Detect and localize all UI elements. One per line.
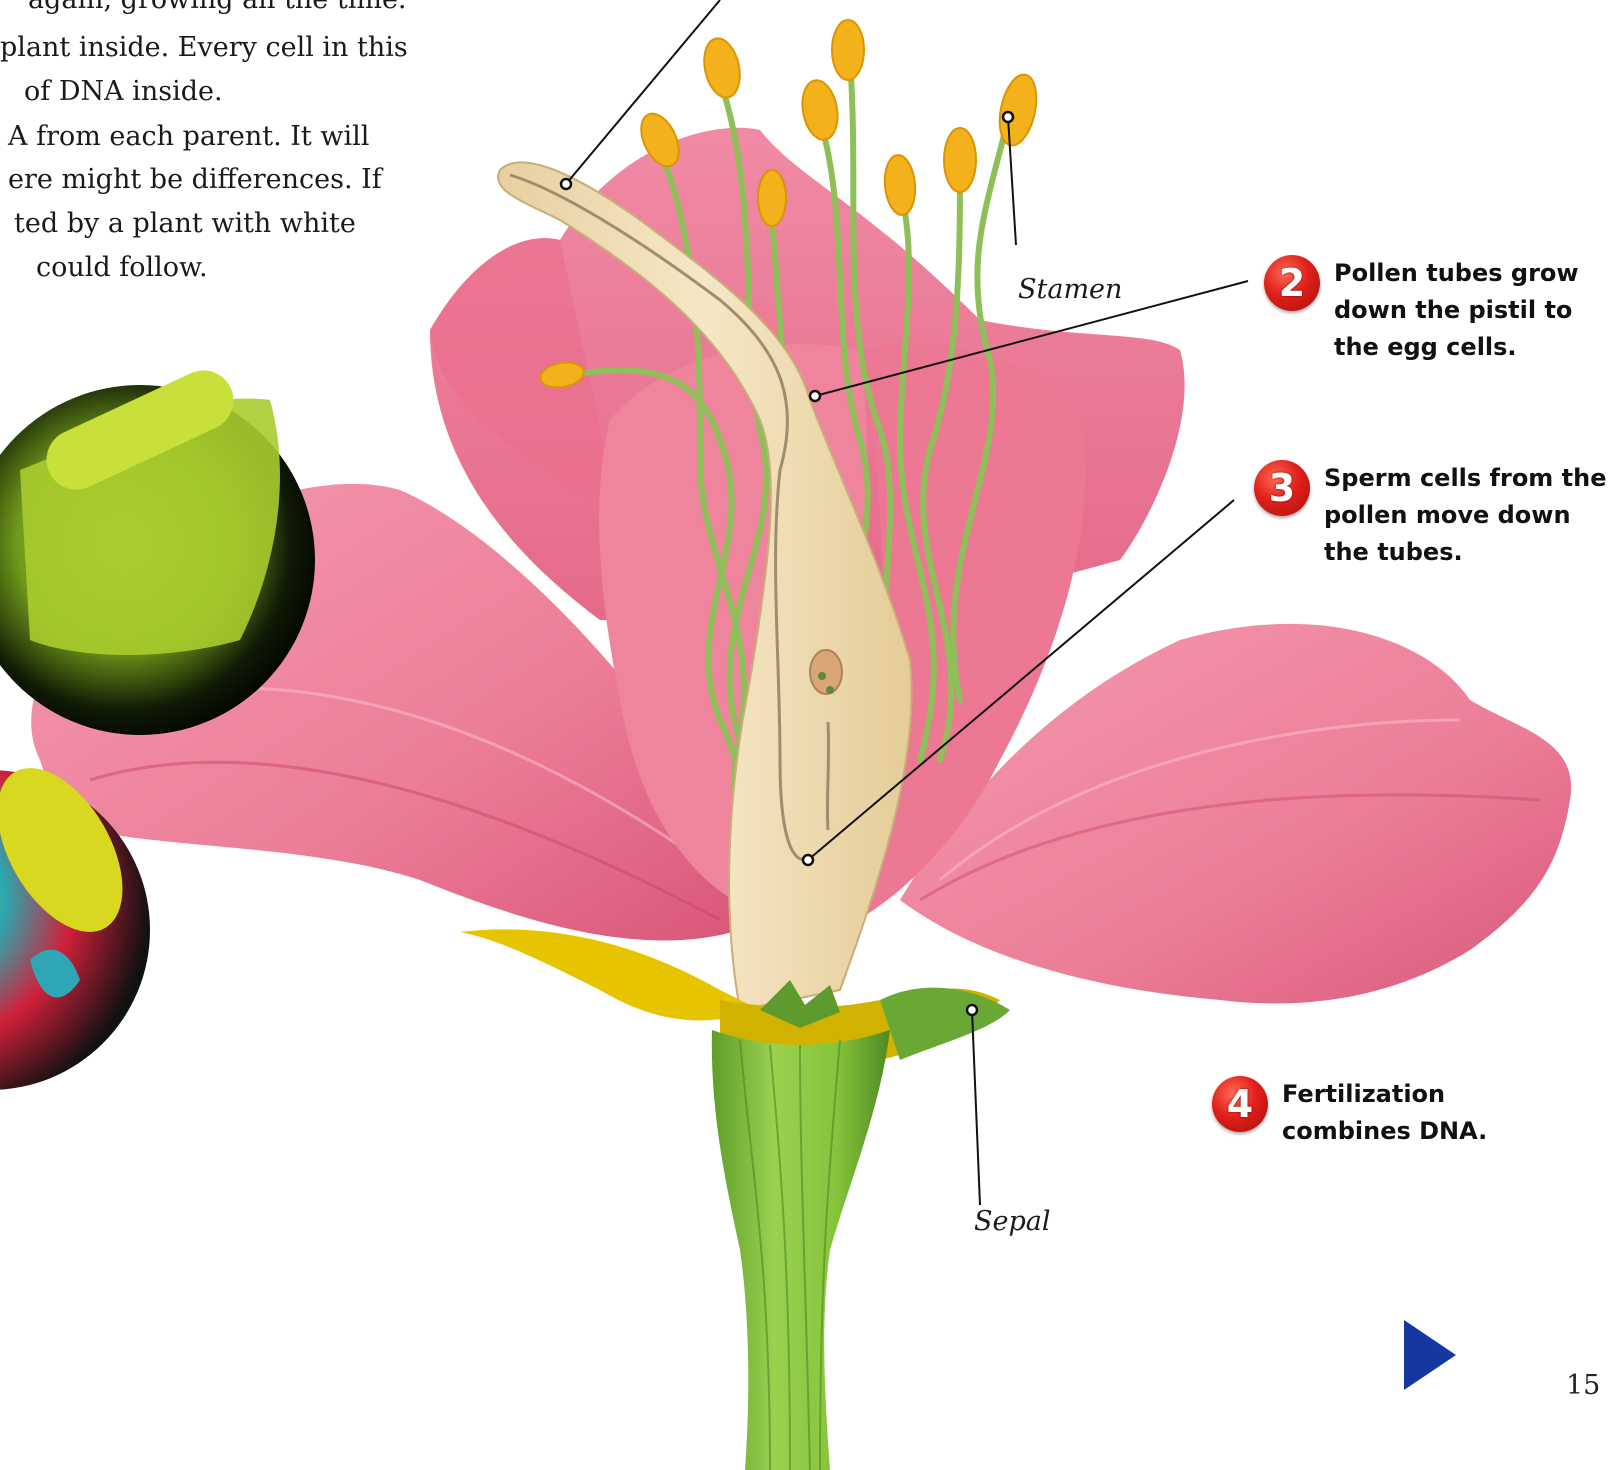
step-caption-line: Pollen tubes grow: [1334, 255, 1579, 292]
step-caption-line: the egg cells.: [1334, 329, 1579, 366]
step-number-badge: 2: [1264, 255, 1320, 311]
body-line: ted by a plant with white: [14, 202, 356, 246]
body-line: could follow.: [36, 246, 208, 290]
step-4: 4 Fertilization combines DNA.: [1212, 1076, 1487, 1150]
step-caption-line: combines DNA.: [1282, 1113, 1487, 1150]
body-line: again, growing all the time.: [28, 0, 407, 22]
step-caption: Pollen tubes grow down the pistil to the…: [1334, 255, 1579, 366]
step-caption-line: pollen move down: [1324, 497, 1607, 534]
microscope-image-1: [0, 361, 315, 735]
stamen-label: Stamen: [1018, 274, 1122, 305]
step-caption-line: Fertilization: [1282, 1076, 1487, 1113]
body-line: ere might be differences. If: [8, 158, 382, 202]
play-triangle-icon[interactable]: [1404, 1320, 1456, 1390]
page-number: 15: [1566, 1370, 1600, 1401]
step-2: 2 Pollen tubes grow down the pistil to t…: [1264, 255, 1579, 366]
step-caption-line: the tubes.: [1324, 534, 1607, 571]
step-3: 3 Sperm cells from the pollen move down …: [1254, 460, 1607, 571]
step-caption-line: Sperm cells from the: [1324, 460, 1607, 497]
step-caption-line: down the pistil to: [1334, 292, 1579, 329]
body-line: of DNA inside.: [24, 70, 223, 114]
step-caption: Sperm cells from the pollen move down th…: [1324, 460, 1607, 571]
step-caption: Fertilization combines DNA.: [1282, 1076, 1487, 1150]
body-line: A from each parent. It will: [8, 115, 369, 159]
sepal-label: Sepal: [974, 1206, 1051, 1237]
body-line: plant inside. Every cell in this: [0, 26, 408, 70]
step-number-badge: 3: [1254, 460, 1310, 516]
step-number-badge: 4: [1212, 1076, 1268, 1132]
